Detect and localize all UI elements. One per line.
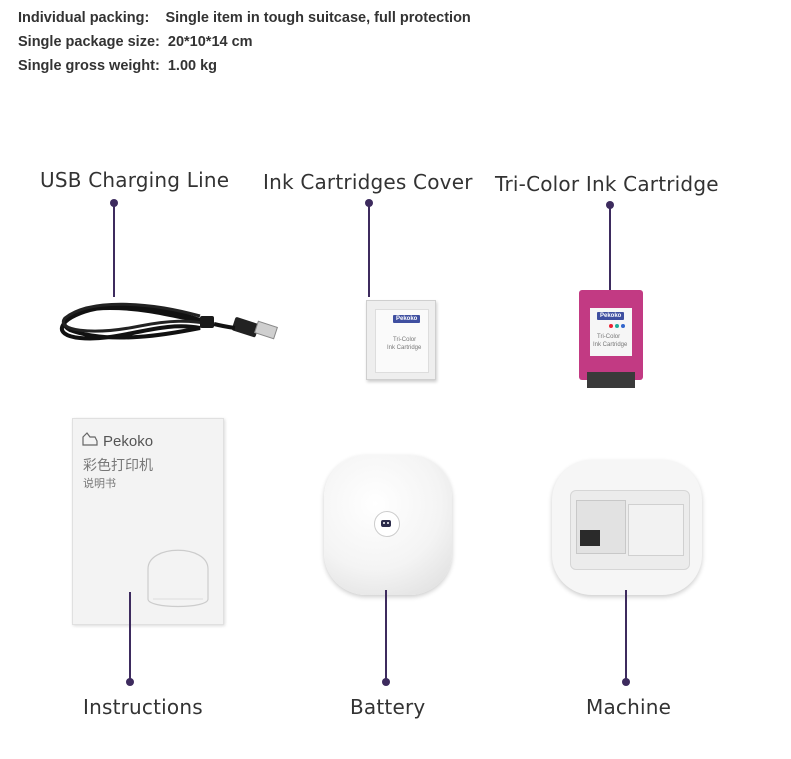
cartridge-dot-green	[615, 324, 619, 328]
cartridge-text-1: Tri-Color	[597, 334, 621, 340]
machine-image	[552, 460, 702, 595]
connector-line-machine	[625, 590, 627, 680]
spec-packing: Individual packing: Single item in tough…	[18, 10, 471, 26]
spec-size-value: 20*10*14 cm	[167, 34, 253, 50]
dog-logo-icon	[82, 432, 98, 446]
battery-image	[324, 455, 452, 595]
ink-cover-brand: Pekoko	[393, 315, 421, 323]
instructions-manual-image: Pekoko 彩色打印机 说明书	[72, 418, 224, 625]
manual-printer-sketch	[147, 549, 209, 608]
connector-dot-battery	[382, 678, 390, 686]
cartridge-dot-red	[609, 324, 613, 328]
usb-cable-image	[59, 302, 278, 341]
cartridge-base	[587, 372, 635, 388]
machine-contact	[580, 530, 600, 546]
connector-dot-instructions	[126, 678, 134, 686]
spec-size: Single package size: 20*10*14 cm	[18, 34, 253, 50]
label-machine: Machine	[586, 695, 672, 719]
label-usb-charging-line: USB Charging Line	[40, 168, 230, 192]
cartridge-dot-blue	[621, 324, 625, 328]
spec-size-label: Single package size:	[18, 34, 160, 50]
manual-cn-title: 彩色打印机	[83, 458, 153, 474]
machine-panel	[628, 504, 684, 556]
cartridge-text-2: Ink Cartridge	[593, 342, 628, 348]
label-tri-color-ink-cartridge: Tri-Color Ink Cartridge	[495, 172, 719, 196]
manual-cn-subtitle: 说明书	[83, 477, 116, 490]
battery-dog-icon	[381, 520, 391, 527]
connector-line-cover	[368, 203, 370, 297]
cartridge-brand: Pekoko	[597, 312, 625, 320]
spec-weight-value: 1.00 kg	[167, 58, 218, 74]
label-ink-cartridges-cover: Ink Cartridges Cover	[263, 170, 473, 194]
ink-cover-image: Pekoko Tri-Color Ink Cartridge	[366, 300, 436, 380]
connector-line-usb	[113, 203, 115, 297]
spec-weight: Single gross weight: 1.00 kg	[18, 58, 217, 74]
tri-color-cartridge-image: Pekoko Tri-Color Ink Cartridge	[579, 290, 643, 390]
connector-line-cartridge	[609, 205, 611, 293]
spec-packing-label: Individual packing:	[18, 10, 150, 26]
label-instructions: Instructions	[83, 695, 203, 719]
ink-cover-text-1: Tri-Color	[393, 337, 417, 343]
ink-cover-text-2: Ink Cartridge	[387, 345, 422, 351]
connector-line-battery	[385, 590, 387, 680]
label-battery: Battery	[350, 695, 426, 719]
spec-packing-value: Single item in tough suitcase, full prot…	[165, 10, 471, 26]
manual-brand: Pekoko	[103, 433, 154, 450]
connector-dot-machine	[622, 678, 630, 686]
connector-line-instructions	[129, 592, 131, 680]
spec-weight-label: Single gross weight:	[18, 58, 160, 74]
